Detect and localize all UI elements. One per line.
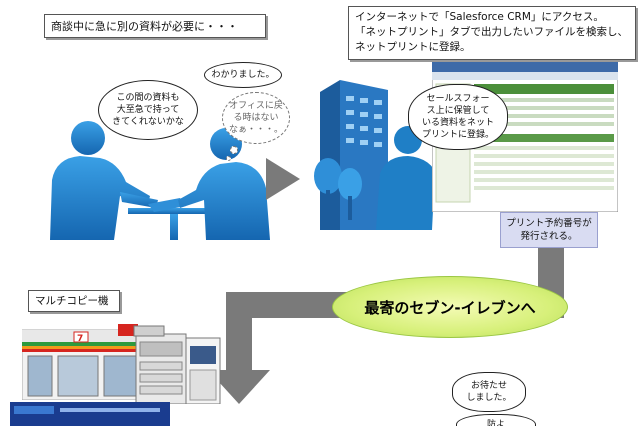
flow-arrow-right bbox=[266, 158, 300, 200]
caption-line-2: 「ネットプリント」タブで出力したいファイルを検索し、 bbox=[355, 26, 628, 38]
bubble-office-line-1: セールスフォー bbox=[426, 94, 490, 104]
multicopy-text: マルチコピー機 bbox=[35, 295, 109, 307]
caption-salesforce-steps: インターネットで「Salesforce CRM」にアクセス。 「ネットプリント」… bbox=[348, 6, 636, 60]
bubble-sales-text: わかりました。 bbox=[211, 70, 275, 80]
meeting-silhouettes bbox=[50, 121, 270, 240]
thought-dot-small bbox=[226, 156, 231, 161]
kiosk-screen bbox=[10, 402, 170, 426]
bubble-waiting-line-2: しました。 bbox=[466, 393, 512, 403]
bubble-customer-line-3: きてくれないかな bbox=[112, 117, 184, 127]
thought-bubble-sales: オフィスに戻 る時はない なぁ・・・。 bbox=[222, 92, 290, 144]
convenience-store: 7 bbox=[22, 324, 142, 400]
speech-bubble-office: セールスフォー ス上に保管して いる資料をネット プリントに登録。 bbox=[408, 84, 508, 150]
bubble-customer-line-2: 大至急で持って bbox=[116, 105, 180, 115]
bubble-partial-text: 防よ bbox=[486, 420, 505, 426]
flow-arrow-vertical-right bbox=[538, 248, 564, 292]
thought-dot-large bbox=[230, 146, 238, 154]
destination-label: 最寄のセブン-イレブンへ bbox=[364, 298, 536, 317]
thought-line-1: オフィスに戻 bbox=[229, 101, 283, 111]
flow-arrow-vertical-left bbox=[226, 292, 252, 372]
caption-multicopy: マルチコピー機 bbox=[28, 290, 120, 312]
bubble-office-line-3: いる資料をネット bbox=[421, 118, 494, 128]
bubble-office-line-2: ス上に保管して bbox=[426, 106, 490, 116]
note-line-2: 発行される。 bbox=[520, 231, 578, 242]
office-building bbox=[314, 80, 388, 230]
speech-bubble-waiting: お待たせ しました。 bbox=[452, 372, 526, 412]
bubble-customer-line-1: この間の資料も bbox=[116, 93, 180, 103]
note-print-number: プリント予約番号が 発行される。 bbox=[500, 212, 598, 248]
destination-ellipse: 最寄のセブン-イレブンへ bbox=[332, 276, 568, 338]
flow-arrow-down-head bbox=[208, 370, 270, 404]
caption-scenario: 商談中に急に別の資料が必要に・・・ bbox=[44, 14, 266, 38]
thought-line-2: る時はない bbox=[233, 113, 279, 123]
caption-line-3: ネットプリントに登録。 bbox=[355, 41, 471, 53]
svg-text:7: 7 bbox=[77, 334, 83, 344]
caption-line-1: インターネットで「Salesforce CRM」にアクセス。 bbox=[355, 11, 604, 23]
bubble-waiting-line-1: お待たせ bbox=[470, 381, 507, 391]
thought-line-3: なぁ・・・。 bbox=[228, 125, 283, 135]
note-line-1: プリント予約番号が bbox=[506, 218, 592, 229]
speech-bubble-sales: わかりました。 bbox=[204, 62, 282, 88]
speech-bubble-partial: 防よ bbox=[456, 414, 536, 426]
multicopy-machine bbox=[133, 325, 221, 404]
caption-scenario-text: 商談中に急に別の資料が必要に・・・ bbox=[51, 20, 238, 33]
speech-bubble-customer: この間の資料も 大至急で持って きてくれないかな bbox=[98, 80, 198, 140]
bubble-office-line-4: プリントに登録。 bbox=[421, 130, 494, 140]
